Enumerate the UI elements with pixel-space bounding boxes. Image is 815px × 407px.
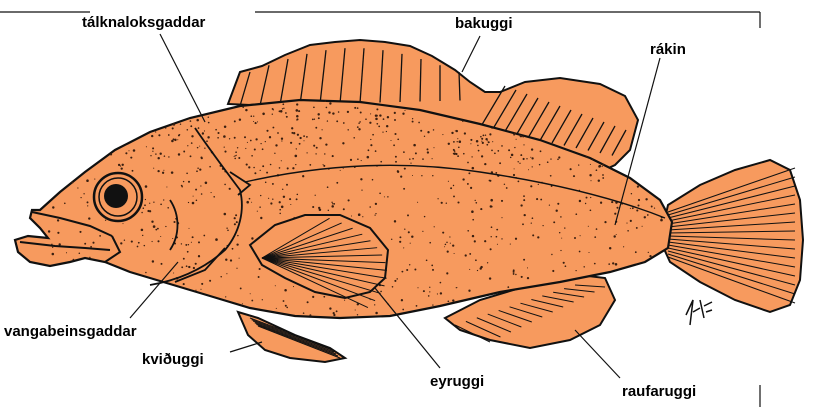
label-pelvic-fin: kviðuggi [142, 351, 204, 368]
artist-signature [686, 300, 712, 325]
label-anal-fin: raufaruggi [622, 383, 696, 400]
caudal-fin [660, 160, 803, 312]
label-cheek-spines: vangabeinsgaddar [4, 323, 137, 340]
label-dorsal-fin: bakuggi [455, 15, 513, 32]
eye [94, 173, 142, 221]
label-pectoral-fin: eyruggi [430, 373, 484, 390]
pelvic-fin [238, 312, 345, 362]
label-gill-spines: tálknaloksgaddar [82, 14, 206, 31]
label-lateral-line: rákin [650, 41, 686, 58]
